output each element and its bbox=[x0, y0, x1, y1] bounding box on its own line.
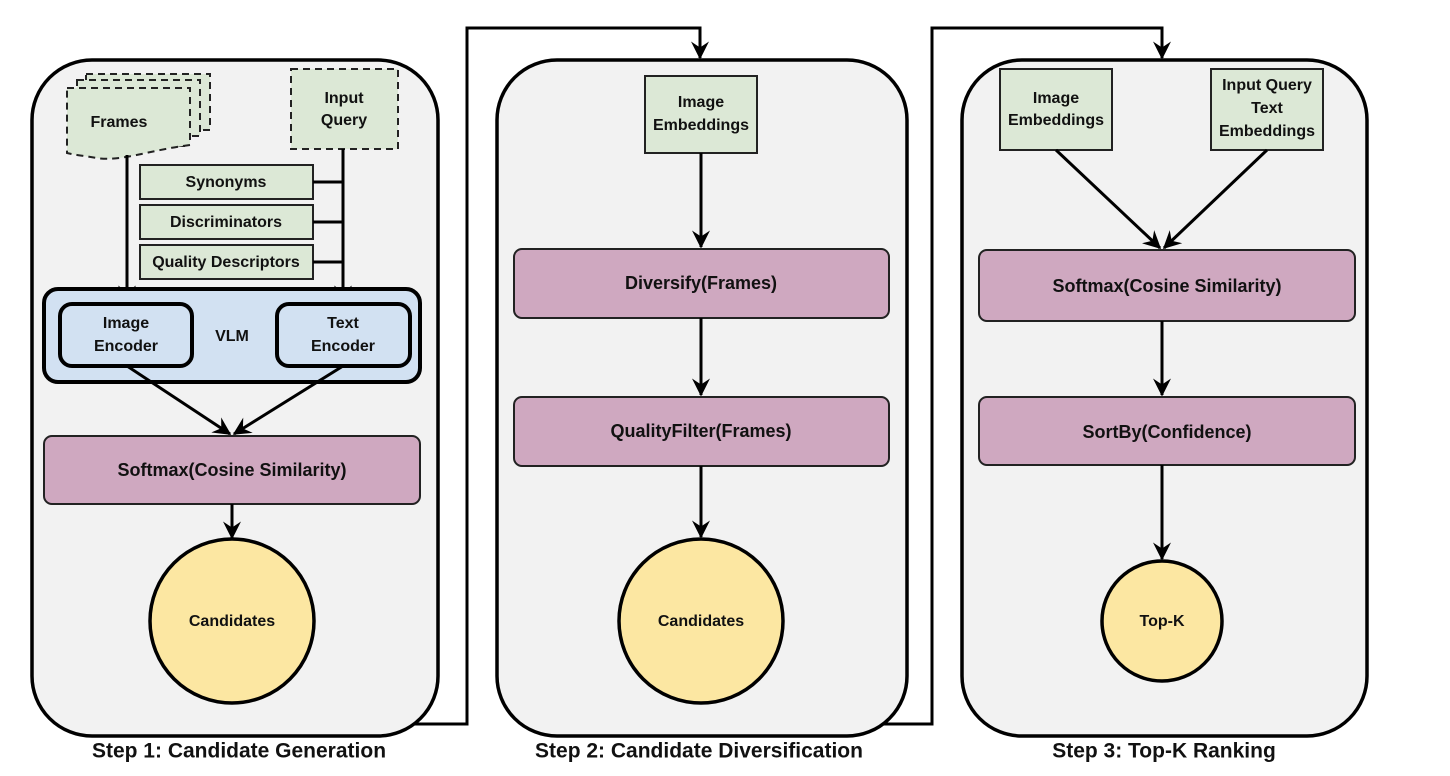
text-embeddings-line2: Text bbox=[1251, 100, 1283, 117]
image-encoder-box: Image Encoder bbox=[58, 302, 194, 368]
image-embeddings-box-step3: Image Embeddings bbox=[999, 68, 1113, 151]
discriminators-label: Discriminators bbox=[170, 214, 282, 231]
input-query-line1: Input bbox=[324, 90, 364, 107]
synonyms-box: Synonyms bbox=[139, 164, 314, 200]
softmax-label-step3: Softmax(Cosine Similarity) bbox=[1052, 276, 1281, 296]
candidates-circle-step2: Candidates bbox=[617, 537, 785, 705]
sortby-label: SortBy(Confidence) bbox=[1082, 422, 1251, 442]
candidates-circle-step1: Candidates bbox=[148, 537, 316, 705]
text-encoder-line2: Encoder bbox=[311, 338, 375, 355]
quality-filter-label: QualityFilter(Frames) bbox=[610, 421, 791, 441]
step3-caption: Step 3: Top-K Ranking bbox=[1052, 740, 1276, 763]
image-embeddings-arrow bbox=[1054, 148, 1162, 250]
topk-label: Top-K bbox=[1139, 613, 1184, 630]
image-embeddings-line2: Embeddings bbox=[653, 117, 749, 134]
step2-caption: Step 2: Candidate Diversification bbox=[535, 740, 863, 763]
text-encoder-line1: Text bbox=[327, 315, 359, 332]
image-encoder-line1: Image bbox=[103, 315, 149, 332]
text-embeddings-arrow bbox=[1162, 148, 1269, 250]
image-encoder-arrow bbox=[126, 364, 232, 436]
softmax-box-step3: Softmax(Cosine Similarity) bbox=[978, 249, 1356, 322]
input-query-box: Input Query bbox=[290, 68, 399, 150]
image-embeddings-box-step2: Image Embeddings bbox=[644, 75, 758, 154]
vlm-box: VLM Image Encoder Text Encoder bbox=[42, 287, 422, 384]
synonyms-label: Synonyms bbox=[186, 174, 267, 191]
sortby-box: SortBy(Confidence) bbox=[978, 396, 1356, 466]
text-embeddings-line1: Input Query bbox=[1222, 77, 1312, 94]
quality-descriptors-box: Quality Descriptors bbox=[139, 244, 314, 280]
text-embeddings-box: Input Query Text Embeddings bbox=[1210, 68, 1324, 151]
input-query-line2: Query bbox=[321, 112, 367, 129]
text-embeddings-line3: Embeddings bbox=[1219, 123, 1315, 140]
text-encoder-box: Text Encoder bbox=[275, 302, 412, 368]
image-embeddings-line1: Image bbox=[678, 94, 724, 111]
augmentation-connectors bbox=[313, 180, 343, 264]
quality-descriptors-label: Quality Descriptors bbox=[152, 254, 300, 271]
image-embeddings-line1: Image bbox=[1033, 90, 1079, 107]
vlm-label: VLM bbox=[215, 328, 249, 345]
candidates-label-step2: Candidates bbox=[658, 613, 744, 630]
step1-caption: Step 1: Candidate Generation bbox=[92, 740, 386, 763]
diversify-label: Diversify(Frames) bbox=[625, 273, 777, 293]
frames-label: Frames bbox=[91, 114, 148, 131]
softmax-box-step1: Softmax(Cosine Similarity) bbox=[43, 435, 421, 505]
softmax-label-step1: Softmax(Cosine Similarity) bbox=[117, 460, 346, 480]
diversify-box: Diversify(Frames) bbox=[513, 248, 890, 319]
quality-filter-box: QualityFilter(Frames) bbox=[513, 396, 890, 467]
candidates-label-step1: Candidates bbox=[189, 613, 275, 630]
text-encoder-arrow bbox=[232, 364, 344, 436]
image-encoder-line2: Encoder bbox=[94, 338, 158, 355]
topk-circle: Top-K bbox=[1100, 559, 1224, 683]
discriminators-box: Discriminators bbox=[139, 204, 314, 240]
step1-panel: Frames Input Query Synonyms Discriminato… bbox=[30, 58, 440, 738]
step3-panel: Image Embeddings Input Query Text Embedd… bbox=[960, 58, 1369, 738]
image-embeddings-line2: Embeddings bbox=[1008, 112, 1104, 129]
step2-panel: Image Embeddings Diversify(Frames) Quali… bbox=[495, 58, 909, 738]
frames-stack: Frames bbox=[66, 73, 211, 160]
